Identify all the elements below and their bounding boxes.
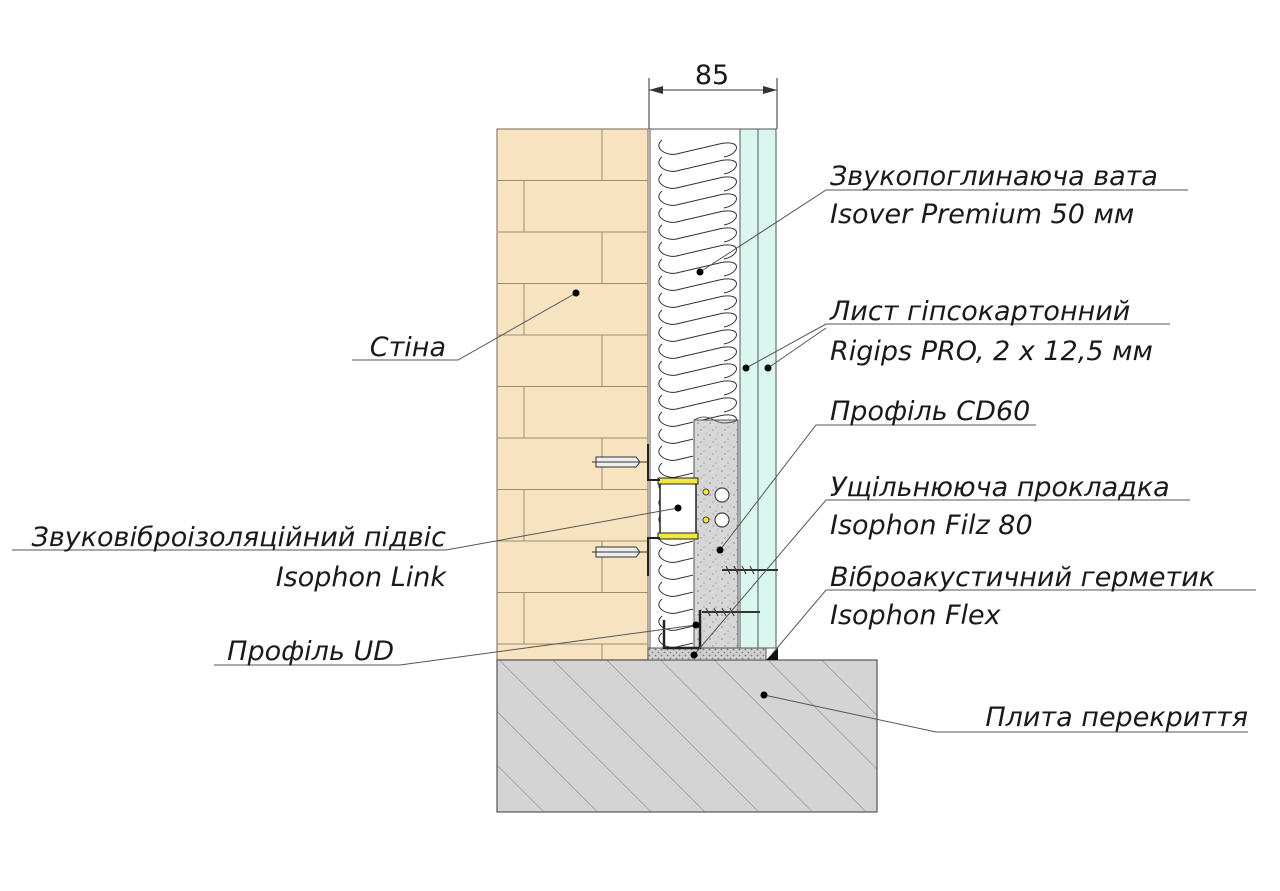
brick-wall <box>496 128 649 661</box>
label-ud: Профіль UD <box>227 636 394 667</box>
label-hanger-1: Звуковіброізоляційний підвіс <box>32 522 447 553</box>
isophon-link-hanger <box>647 444 730 576</box>
label-hanger-2: Isophon Link <box>276 562 448 593</box>
sealing-tape <box>647 647 778 661</box>
label-board-1: Лист гіпсокартонний <box>829 296 1130 327</box>
wall-anchor <box>592 456 648 558</box>
label-sealant-1: Віброакустичний герметик <box>830 562 1216 593</box>
label-sealant-2: Isophon Flex <box>830 600 1002 631</box>
ud-profile <box>662 610 702 650</box>
label-wool-1: Звукопоглинаюча вата <box>830 161 1158 192</box>
label-tape-2: Isophon Filz 80 <box>830 510 1033 541</box>
floor-slab <box>496 659 878 813</box>
leader-lines <box>12 189 1256 733</box>
label-tape-1: Ущільнююча прокладка <box>830 472 1170 503</box>
label-cd60: Профіль CD60 <box>830 396 1030 427</box>
label-wool-2: Isover Premium 50 мм <box>830 199 1134 230</box>
dimension-85: 85 <box>648 60 778 129</box>
label-slab: Плита перекриття <box>985 702 1248 733</box>
label-wall: Стіна <box>370 332 446 363</box>
label-board-2: Rigips PRO, 2 х 12,5 мм <box>830 336 1153 367</box>
labels: Звукопоглинаюча вата Isover Premium 50 м… <box>32 161 1248 733</box>
dimension-value: 85 <box>695 60 729 91</box>
